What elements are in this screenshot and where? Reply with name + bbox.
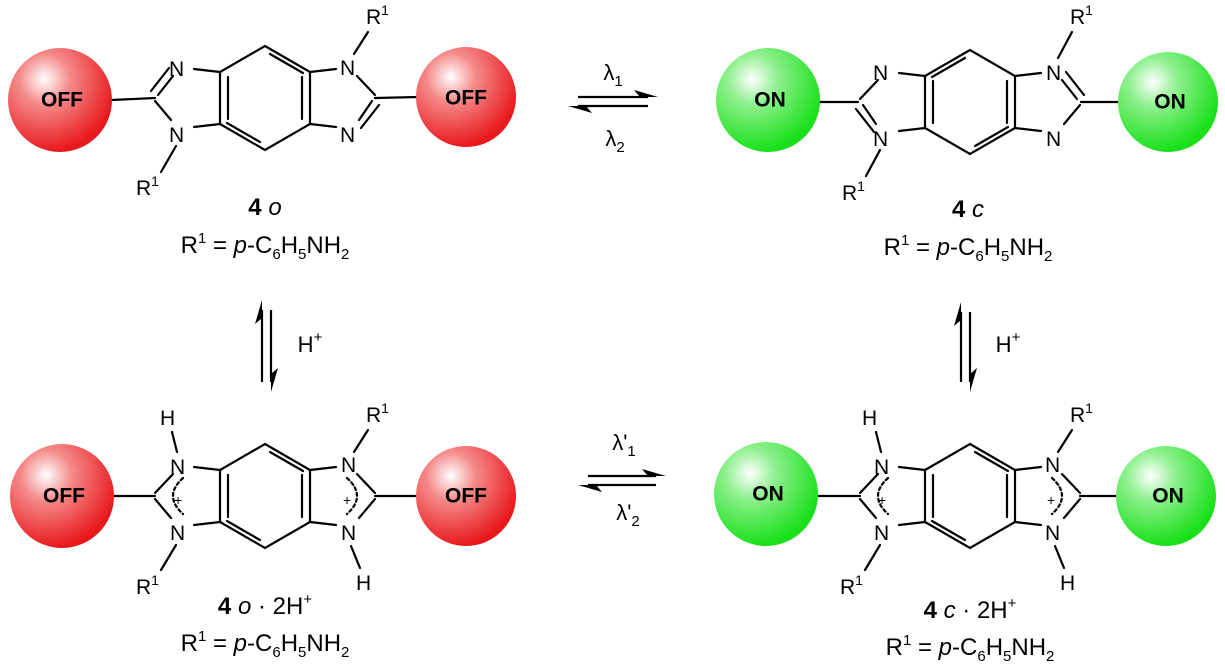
atom-n: N: [873, 62, 888, 85]
svg-text:OFF: OFF: [43, 485, 85, 508]
atom-h: H: [160, 407, 175, 430]
r1-label: R1: [366, 400, 389, 427]
switch-sphere-off: OFF: [416, 47, 516, 147]
switch-sphere-off: OFF: [8, 48, 112, 152]
r1-label: R1: [136, 572, 159, 599]
r1-definition: R1 = p-C6H5NH2: [181, 230, 350, 263]
condition-lambda2: λ2: [605, 126, 624, 156]
compound-label: 4 o: [248, 194, 281, 221]
molecule-4o-2h: N N N N + + H R1 R1 H OFF OFF 4 o · 2H+ …: [10, 400, 516, 661]
condition-lambda1: λ1: [603, 60, 622, 90]
svg-text:OFF: OFF: [445, 485, 487, 508]
atom-n: N: [873, 128, 888, 151]
molecule-4o: N N N N R1 R1 OFF OFF 4 o R1 = p-C6H5NH2: [8, 2, 516, 263]
molecule-4c-2h: N N N N + + H R1 R1 H ON ON 4 c · 2H+ R1…: [714, 400, 1216, 665]
r1-label: R1: [366, 2, 389, 29]
svg-text:OFF: OFF: [41, 89, 83, 112]
atom-n: N: [1046, 62, 1061, 85]
r1-label: R1: [842, 178, 865, 205]
equilibrium-arrow-right: H+: [954, 302, 1021, 392]
switch-sphere-off: OFF: [10, 444, 114, 548]
atom-n: N: [340, 124, 355, 147]
atom-n: N: [341, 522, 356, 545]
switch-sphere-off: OFF: [416, 446, 516, 546]
svg-text:ON: ON: [752, 483, 784, 506]
switch-sphere-on: ON: [1118, 52, 1218, 152]
charge-plus: +: [1047, 492, 1055, 508]
atom-n: N: [169, 124, 184, 147]
switch-sphere-on: ON: [714, 442, 818, 546]
atom-n: N: [874, 456, 889, 479]
charge-plus: +: [343, 492, 351, 508]
atom-n: N: [340, 57, 355, 80]
condition-lambda1-prime: λ'1: [612, 430, 636, 460]
equilibrium-arrow-top: λ1 λ2: [568, 60, 658, 156]
atom-n: N: [170, 456, 185, 479]
r1-definition: R1 = p-C6H5NH2: [884, 232, 1053, 265]
atom-n: N: [341, 454, 356, 477]
condition-proton: H+: [298, 329, 323, 357]
r1-label: R1: [1070, 2, 1093, 29]
svg-text:ON: ON: [1152, 485, 1184, 508]
svg-text:ON: ON: [754, 89, 786, 112]
charge-plus: +: [174, 492, 182, 508]
compound-label: 4 o · 2H+: [218, 591, 312, 620]
r1-label: R1: [136, 173, 159, 200]
atom-h: H: [1060, 572, 1075, 595]
atom-n: N: [874, 522, 889, 545]
atom-h: H: [862, 407, 877, 430]
atom-n: N: [1045, 454, 1060, 477]
r1-label: R1: [1070, 400, 1093, 427]
atom-h: H: [356, 572, 371, 595]
atom-n: N: [169, 58, 184, 81]
condition-proton: H+: [996, 329, 1021, 357]
condition-lambda2-prime: λ'2: [616, 500, 640, 530]
svg-text:ON: ON: [1154, 91, 1186, 114]
molecule-4c: N N N N R1 R1 ON ON 4 c R1 = p-C6H5NH2: [716, 2, 1218, 265]
switch-sphere-on: ON: [1116, 446, 1216, 546]
r1-label: R1: [840, 572, 863, 599]
charge-plus: +: [878, 492, 886, 508]
r1-definition: R1 = p-C6H5NH2: [886, 632, 1055, 665]
atom-n: N: [1045, 522, 1060, 545]
atom-n: N: [170, 522, 185, 545]
r1-definition: R1 = p-C6H5NH2: [181, 628, 350, 661]
atom-n: N: [1046, 128, 1061, 151]
equilibrium-arrow-left: H+: [255, 300, 323, 392]
compound-label: 4 c: [952, 196, 984, 223]
equilibrium-arrow-bottom: λ'1 λ'2: [578, 430, 666, 530]
compound-label: 4 c · 2H+: [924, 595, 1017, 624]
svg-text:OFF: OFF: [445, 87, 487, 110]
switch-sphere-on: ON: [716, 48, 820, 152]
